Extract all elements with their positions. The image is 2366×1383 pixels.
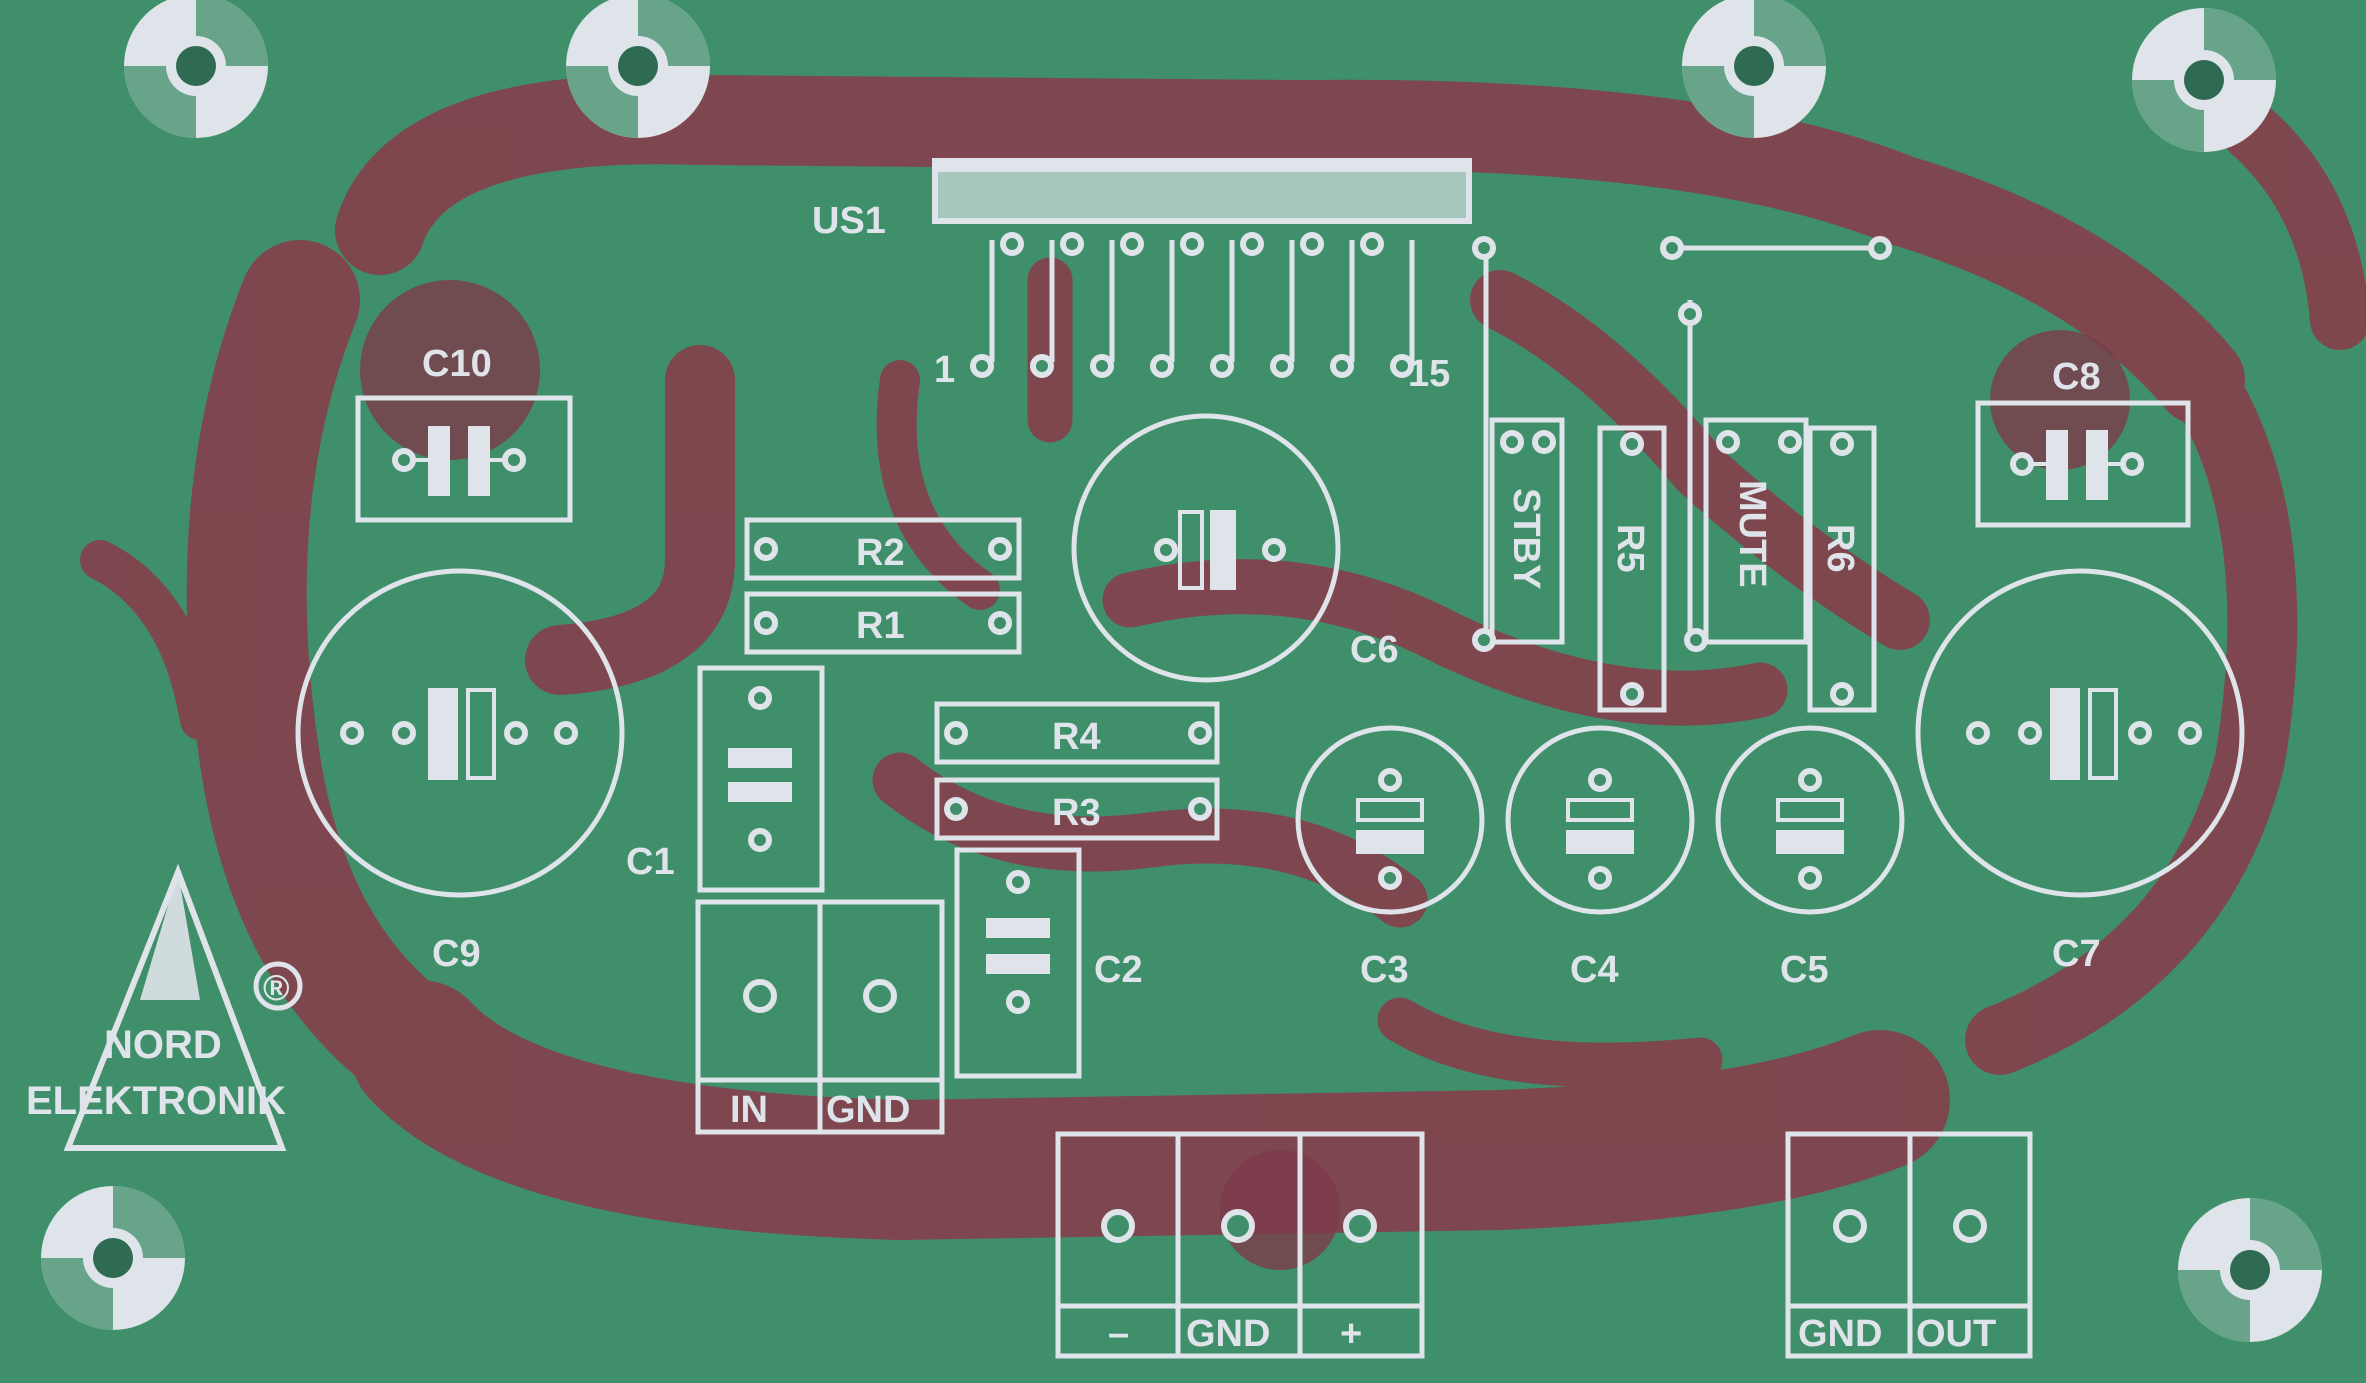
c8-outline [1975, 400, 2191, 528]
silkscreen-outlines [295, 158, 2245, 1359]
label-pin-first: 1 [934, 349, 955, 391]
c2-outline [954, 847, 1082, 1079]
mounting-hole-icon [2132, 8, 2276, 152]
label-gnd-out: GND [1798, 1313, 1882, 1355]
label-in: IN [730, 1089, 768, 1131]
mounting-hole-icon [2178, 1198, 2322, 1342]
label-gnd-power: GND [1186, 1313, 1270, 1355]
brand-logo-icon: ® NORD ELEKTRONIK [26, 863, 303, 1151]
label-r1: R1 [856, 605, 905, 647]
label-c2: C2 [1094, 949, 1143, 991]
mounting-holes [41, 0, 2322, 1342]
label-r3: R3 [1052, 792, 1101, 834]
c1-outline [697, 665, 825, 893]
c3-outline [1295, 725, 1485, 915]
label-gnd-in: GND [826, 1089, 910, 1131]
r3-outline [934, 777, 1220, 841]
ceramic-capacitor-icon [2022, 430, 2132, 500]
mounting-hole-icon [124, 0, 268, 138]
electrolytic-capacitor-icon [1178, 510, 1236, 590]
label-r2: R2 [856, 532, 905, 574]
electrolytic-capacitor-icon [428, 688, 496, 780]
label-c10: C10 [422, 343, 492, 385]
ceramic-capacitor-icon [986, 918, 1050, 974]
label-c7: C7 [2052, 933, 2101, 975]
c4-outline [1505, 725, 1695, 915]
electrolytic-capacitor-icon [1566, 798, 1634, 854]
r6-outline [1807, 425, 1877, 713]
label-minus: – [1108, 1313, 1129, 1355]
mounting-hole-icon [566, 0, 710, 138]
mounting-hole-icon [1682, 0, 1826, 138]
r5-outline [1597, 425, 1667, 713]
c9-outline [295, 568, 625, 898]
label-us1: US1 [812, 200, 886, 242]
r2-outline [744, 517, 1022, 581]
label-plus: + [1340, 1313, 1362, 1355]
electrolytic-capacitor-icon [1776, 798, 1844, 854]
logo-text-line2: ELEKTRONIK [26, 1079, 286, 1123]
c5-outline [1715, 725, 1905, 915]
label-r4: R4 [1052, 716, 1101, 758]
logo-text-line1: NORD [104, 1023, 222, 1067]
stby-outline [1489, 417, 1565, 645]
label-c9: C9 [432, 933, 481, 975]
copper-trace-pads [360, 280, 2130, 1270]
label-c1: C1 [626, 841, 675, 883]
label-c3: C3 [1360, 949, 1409, 991]
mounting-hole-icon [41, 1186, 185, 1330]
label-c5: C5 [1780, 949, 1829, 991]
label-c6: C6 [1350, 629, 1399, 671]
r1-outline [744, 591, 1022, 655]
power-terminal-outline [1055, 1131, 1425, 1359]
silkscreen-labels: US1 1 15 C10 C8 R2 R1 R4 R3 C6 C9 C1 C2 … [422, 200, 2101, 1355]
electrolytic-capacitor-icon [2050, 688, 2118, 780]
label-r6: R6 [1819, 524, 1861, 573]
mute-outline [1703, 417, 1809, 645]
c6-outline [1071, 413, 1341, 683]
label-r5: R5 [1609, 524, 1651, 573]
label-c8: C8 [2052, 356, 2101, 398]
us1-body [932, 158, 1472, 224]
logo-registered-mark: ® [263, 967, 290, 1008]
label-out: OUT [1916, 1313, 1996, 1355]
electrolytic-capacitor-icon [1356, 798, 1424, 854]
solder-pads [340, 232, 2202, 1243]
ceramic-capacitor-icon [728, 748, 792, 802]
r4-outline [934, 701, 1220, 765]
label-pin-last: 15 [1408, 353, 1450, 395]
c10-outline [355, 395, 573, 523]
label-mute: MUTE [1731, 480, 1773, 588]
c7-outline [1915, 568, 2245, 898]
label-stby: STBY [1505, 488, 1547, 589]
label-c4: C4 [1570, 949, 1619, 991]
capacitor-symbols [404, 426, 2132, 974]
